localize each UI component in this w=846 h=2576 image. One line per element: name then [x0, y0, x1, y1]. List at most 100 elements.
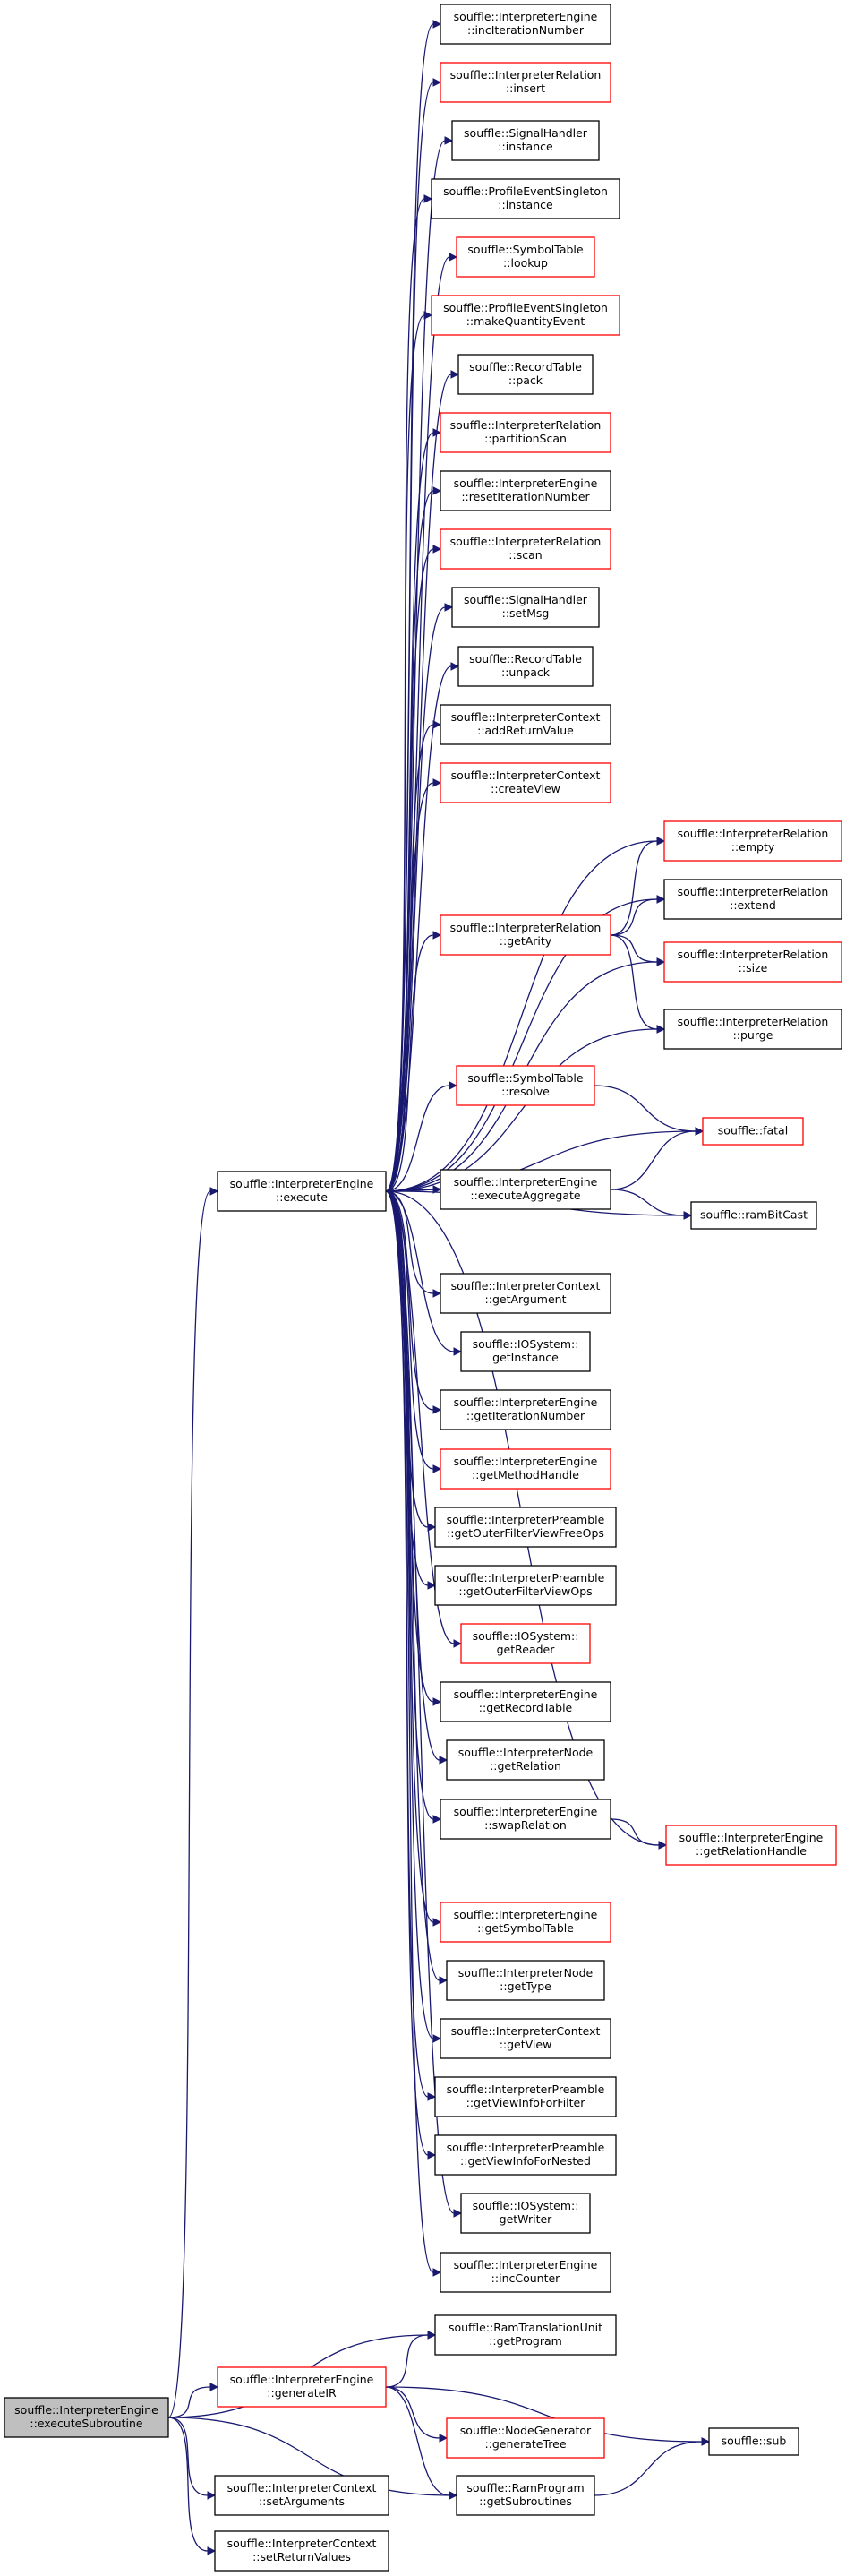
node-get-view-info-for-filter[interactable]: souffle::InterpreterPreamble::getViewInf… — [434, 2076, 617, 2117]
node-inc-counter[interactable]: souffle::InterpreterEngine::incCounter — [440, 2252, 611, 2293]
node-get-subroutines[interactable]: souffle::RamProgram::getSubroutines — [456, 2475, 595, 2516]
node-label-namespace: souffle::InterpreterEngine — [454, 1395, 598, 1409]
node-add-return-value[interactable]: souffle::InterpreterContext::addReturnVa… — [440, 704, 611, 745]
node-label-member: ::swapRelation — [484, 1818, 567, 1832]
node-box — [702, 1117, 804, 1146]
node-get-relation-handle[interactable]: souffle::InterpreterEngine::getRelationH… — [665, 1825, 837, 1866]
arrowhead-get-instance — [453, 1347, 463, 1356]
node-fatal[interactable]: souffle::fatal — [702, 1117, 804, 1146]
call-edge-execute-to-set-msg — [385, 606, 446, 1192]
node-set-arguments[interactable]: souffle::InterpreterContext::setArgument… — [214, 2475, 389, 2516]
node-label-namespace: souffle::InterpreterEngine — [454, 1908, 598, 1921]
arrowhead-pack — [450, 370, 460, 379]
node-execute[interactable]: souffle::InterpreterEngine::execute — [217, 1171, 387, 1212]
node-label-namespace: souffle::InterpreterEngine — [454, 10, 598, 23]
node-get-view[interactable]: souffle::InterpreterContext::getView — [440, 2018, 611, 2059]
node-resolve[interactable]: souffle::SymbolTable::resolve — [456, 1065, 595, 1106]
node-box — [434, 2314, 617, 2356]
node-lookup[interactable]: souffle::SymbolTable::lookup — [456, 236, 595, 278]
node-label-member: ::getSubroutines — [479, 2494, 572, 2508]
node-label-namespace: souffle::InterpreterContext — [451, 710, 601, 724]
node-box — [440, 704, 611, 745]
node-get-reader[interactable]: souffle::IOSystem::getReader — [460, 1623, 591, 1664]
arrowhead-sub — [701, 2437, 711, 2446]
arrowhead-size — [656, 957, 666, 966]
call-edge-execute-to-swap-relation — [385, 1190, 434, 1820]
node-get-relation[interactable]: souffle::InterpreterNode::getRelation — [446, 1739, 605, 1781]
arrowhead-set-msg — [444, 603, 454, 612]
node-label-namespace: souffle::InterpreterContext — [227, 2481, 377, 2494]
node-label-namespace: souffle::InterpreterContext — [451, 1279, 601, 1292]
node-box — [457, 354, 594, 395]
node-partition-scan[interactable]: souffle::InterpreterRelation::partitionS… — [440, 412, 611, 453]
node-sub[interactable]: souffle::sub — [708, 2427, 799, 2456]
node-inc-iteration-number[interactable]: souffle::InterpreterEngine::incIteration… — [440, 4, 611, 45]
node-get-argument[interactable]: souffle::InterpreterContext::getArgument — [440, 1273, 611, 1314]
arrowhead-swap-relation — [432, 1815, 442, 1824]
node-get-type[interactable]: souffle::InterpreterNode::getType — [446, 1960, 605, 2001]
node-box — [446, 1960, 605, 2001]
node-get-method-handle[interactable]: souffle::InterpreterEngine::getMethodHan… — [440, 1448, 611, 1490]
node-get-arity[interactable]: souffle::InterpreterRelation::getArity — [440, 914, 611, 956]
node-get-outer-filter-view-ops[interactable]: souffle::InterpreterPreamble::getOuterFi… — [434, 1565, 617, 1606]
node-label-member: ::getView — [500, 2038, 552, 2051]
node-label-namespace: souffle::InterpreterContext — [451, 769, 601, 782]
call-edge-root-to-generate-ir — [167, 2386, 211, 2418]
node-get-iteration-number[interactable]: souffle::InterpreterEngine::getIteration… — [440, 1389, 611, 1430]
node-label-namespace: souffle::InterpreterRelation — [678, 885, 829, 898]
arrowhead-unpack — [450, 662, 460, 671]
arrowhead-get-view-info-for-filter — [427, 2092, 437, 2101]
node-label-member: ::incIterationNumber — [467, 23, 585, 37]
call-edge-generate-ir-to-generate-tree — [385, 2386, 440, 2439]
node-set-return-values[interactable]: souffle::InterpreterContext::setReturnVa… — [214, 2530, 389, 2572]
node-get-symbol-table[interactable]: souffle::InterpreterEngine::getSymbolTab… — [440, 1902, 611, 1943]
node-get-instance[interactable]: souffle::IOSystem::getInstance — [460, 1331, 591, 1372]
node-label-member: ::instance — [498, 198, 553, 211]
node-swap-relation[interactable]: souffle::InterpreterEngine::swapRelation — [440, 1799, 611, 1840]
node-extend[interactable]: souffle::InterpreterRelation::extend — [663, 879, 842, 920]
node-insert[interactable]: souffle::InterpreterRelation::insert — [440, 62, 611, 103]
node-box — [440, 528, 611, 570]
node-empty[interactable]: souffle::InterpreterRelation::empty — [663, 820, 842, 862]
node-pack[interactable]: souffle::RecordTable::pack — [457, 354, 594, 395]
node-generate-ir[interactable]: souffle::InterpreterEngine::generateIR — [217, 2366, 387, 2408]
node-create-view[interactable]: souffle::InterpreterContext::createView — [440, 762, 611, 803]
node-box — [440, 762, 611, 803]
node-size[interactable]: souffle::InterpreterRelation::size — [663, 941, 842, 983]
node-scan[interactable]: souffle::InterpreterRelation::scan — [440, 528, 611, 570]
call-edge-execute-to-get-argument — [385, 1190, 434, 1294]
node-unpack[interactable]: souffle::RecordTable::unpack — [457, 646, 594, 687]
node-label-namespace: souffle::InterpreterContext — [227, 2537, 377, 2550]
node-execute-aggregate[interactable]: souffle::InterpreterEngine::executeAggre… — [440, 1169, 611, 1210]
node-box — [446, 2417, 605, 2459]
node-get-view-info-for-nested[interactable]: souffle::InterpreterPreamble::getViewInf… — [434, 2134, 617, 2176]
node-ram-bit-cast[interactable]: souffle::ramBitCast — [690, 1201, 817, 1230]
node-label-namespace: souffle::InterpreterEngine — [454, 1687, 598, 1701]
node-label-member: ::setArguments — [259, 2494, 345, 2508]
node-sh-instance[interactable]: souffle::SignalHandler::instance — [451, 120, 600, 161]
node-label-member: ::resolve — [501, 1085, 550, 1098]
call-edge-root-to-set-arguments — [167, 2417, 209, 2496]
node-generate-tree[interactable]: souffle::NodeGenerator::generateTree — [446, 2417, 605, 2459]
call-edge-execute-aggregate-to-ram-bit-cast — [610, 1189, 685, 1216]
node-box — [440, 412, 611, 453]
node-purge[interactable]: souffle::InterpreterRelation::purge — [663, 1009, 842, 1050]
node-label-namespace: souffle::ProfileEventSingleton — [443, 301, 608, 314]
node-box — [451, 120, 600, 161]
node-pes-instance[interactable]: souffle::ProfileEventSingleton::instance — [431, 178, 620, 219]
node-box — [217, 1171, 387, 1212]
node-get-record-table[interactable]: souffle::InterpreterEngine::getRecordTab… — [440, 1681, 611, 1722]
node-label-namespace: souffle::SymbolTable — [467, 1071, 583, 1085]
node-get-outer-filter-view-free-ops[interactable]: souffle::InterpreterPreamble::getOuterFi… — [434, 1507, 617, 1548]
node-box — [440, 1448, 611, 1490]
node-get-writer[interactable]: souffle::IOSystem::getWriter — [460, 2193, 591, 2234]
call-edge-execute-to-inc-counter — [385, 1190, 434, 2273]
node-label-namespace: souffle::InterpreterEngine — [454, 2258, 598, 2271]
node-box — [440, 2252, 611, 2293]
node-reset-iteration-number[interactable]: souffle::InterpreterEngine::resetIterati… — [440, 470, 611, 511]
node-make-quantity-event[interactable]: souffle::ProfileEventSingleton::makeQuan… — [431, 295, 620, 336]
node-set-msg[interactable]: souffle::SignalHandler::setMsg — [451, 587, 600, 628]
node-get-program[interactable]: souffle::RamTranslationUnit::getProgram — [434, 2314, 617, 2356]
node-box — [665, 1825, 837, 1866]
arrowhead-get-symbol-table — [432, 1918, 442, 1927]
